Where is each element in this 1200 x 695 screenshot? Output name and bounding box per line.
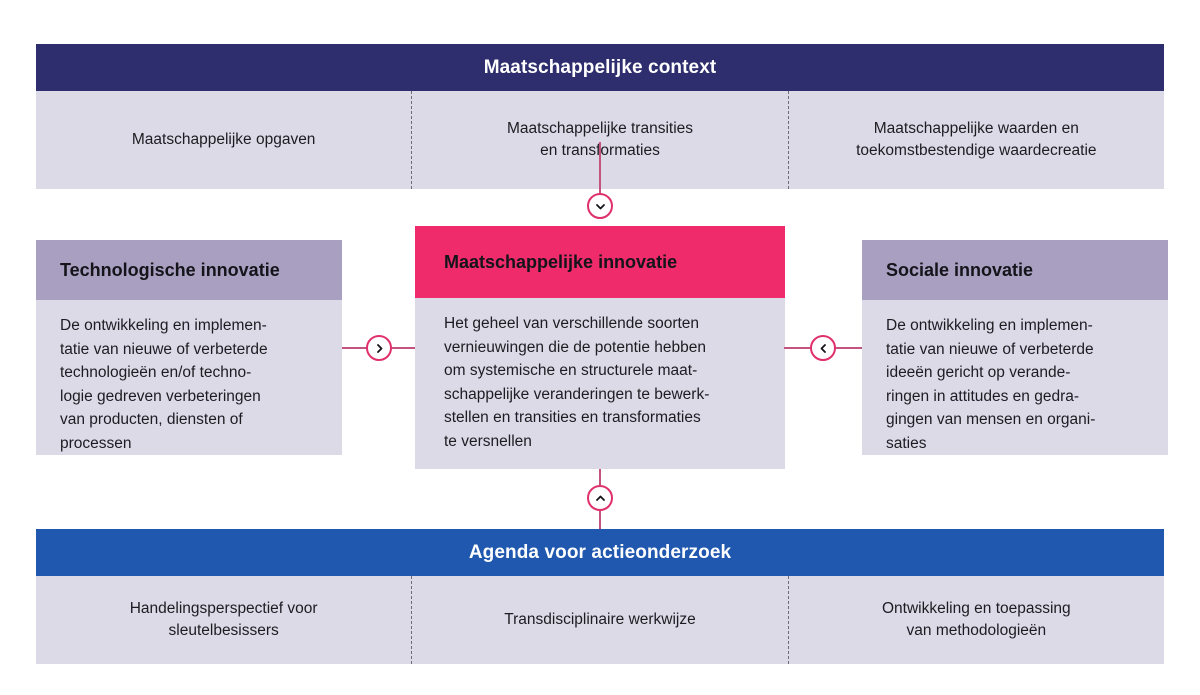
context-cell-waarden: Maatschappelijke waarden en toekomstbest… [787, 91, 1164, 189]
context-cell-transities: Maatschappelijke transities en transform… [411, 91, 787, 189]
card-maatschappelijke-innovatie: Maatschappelijke innovatie Het geheel va… [415, 226, 785, 469]
agenda-voor-actieonderzoek-header: Agenda voor actieonderzoek [36, 529, 1164, 576]
agenda-voor-actieonderzoek-panel: Agenda voor actieonderzoek Handelingsper… [36, 529, 1164, 664]
agenda-voor-actieonderzoek-body: Handelingsperspectief voor sleutelbesiss… [36, 576, 1164, 664]
card-maatschappelijke-innovatie-body: Het geheel van verschillende soorten ver… [444, 315, 710, 450]
chevron-left-icon[interactable] [810, 335, 836, 361]
agenda-cell-methodologieen: Ontwikkeling en toepassing van methodolo… [787, 576, 1164, 664]
agenda-cell-handelingsperspectief: Handelingsperspectief voor sleutelbesiss… [129, 599, 318, 639]
chevron-up-icon[interactable] [587, 485, 613, 511]
card-technologische-innovatie: Technologische innovatie De ontwikkeling… [36, 240, 342, 455]
card-sociale-innovatie-header: Sociale innovatie [862, 240, 1168, 300]
chevron-down-icon[interactable] [587, 193, 613, 219]
maatschappelijke-context-header: Maatschappelijke context [36, 44, 1164, 91]
connector-line-top [599, 142, 601, 206]
context-cell-opgaven: Maatschappelijke opgaven [131, 130, 316, 148]
agenda-cell-transdisciplinair: Transdisciplinaire werkwijze [411, 576, 787, 664]
card-maatschappelijke-innovatie-header: Maatschappelijke innovatie [415, 226, 785, 298]
card-technologische-innovatie-body: De ontwikkeling en implemen- tatie van n… [60, 317, 268, 452]
chevron-right-icon[interactable] [366, 335, 392, 361]
card-sociale-innovatie: Sociale innovatie De ontwikkeling en imp… [862, 240, 1168, 455]
card-technologische-innovatie-header: Technologische innovatie [36, 240, 342, 300]
card-sociale-innovatie-body: De ontwikkeling en implemen- tatie van n… [886, 317, 1096, 452]
